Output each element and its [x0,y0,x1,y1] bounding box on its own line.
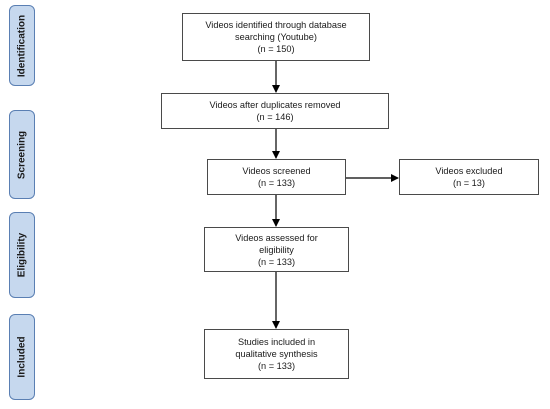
box-excluded-line1: Videos excluded [435,166,503,176]
box-included: Studies included in qualitative synthesi… [204,329,349,379]
box-excluded-line2: (n = 13) [453,178,485,188]
box-excluded: Videos excluded (n = 13) [399,159,539,195]
stage-label-screening: Screening [16,130,28,179]
stage-label-identification: Identification [16,14,28,77]
box-eligibility-line3: (n = 133) [257,256,296,267]
box-screened-line1: Videos screened [242,166,311,176]
box-included-line1: Studies included in [237,337,316,347]
box-eligibility: Videos assessed for eligibility (n = 133… [204,227,349,272]
box-identified-line1: Videos identified through database [205,20,347,30]
box-duplicates-removed: Videos after duplicates removed (n = 146… [161,93,389,129]
stage-label-eligibility: Eligibility [16,232,28,278]
box-screened-line2: (n = 133) [257,178,296,188]
stage-tab-included: Included [9,314,35,400]
box-identified-line3: (n = 150) [257,44,295,54]
box-eligibility-line2: eligibility [259,244,294,255]
box-duplicates-line2: (n = 146) [256,112,294,122]
stage-tab-screening: Screening [9,110,35,199]
box-included-line2: qualitative synthesis [235,349,318,359]
box-included-line3: (n = 133) [257,361,296,371]
box-identified-line2: searching (Youtube) [235,32,317,42]
box-identified: Videos identified through database searc… [182,13,370,61]
stage-label-included: Included [16,336,28,378]
stage-tab-eligibility: Eligibility [9,212,35,298]
stage-tab-identification: Identification [9,5,35,86]
box-eligibility-line1: Videos assessed for [235,232,318,243]
box-screened: Videos screened (n = 133) [207,159,346,195]
box-duplicates-line1: Videos after duplicates removed [209,100,341,110]
